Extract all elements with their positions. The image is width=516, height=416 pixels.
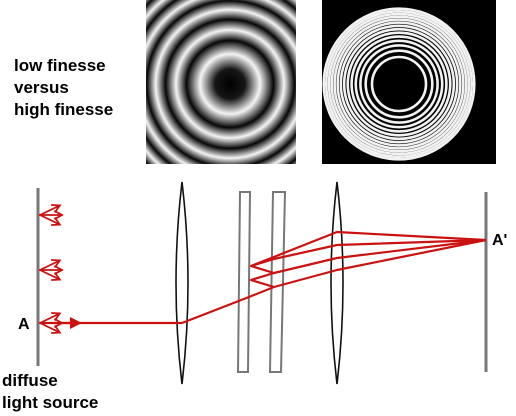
fringe-ring: [346, 31, 452, 137]
fringe-ring: [359, 44, 439, 124]
etalon-plate-left: [236, 191, 252, 373]
transmitted-ray: [273, 238, 487, 289]
caption-line-3: high finesse: [14, 100, 113, 119]
light-arrow-head: [50, 312, 62, 321]
fringe-ring: [339, 24, 459, 144]
light-arrow-head: [50, 325, 62, 334]
light-arrow: [39, 322, 61, 334]
light-arrow-head: [50, 204, 62, 213]
finesse-caption: low finesse versus high finesse: [14, 56, 113, 119]
light-arrow-head: [54, 210, 64, 220]
fringe-ring: [354, 39, 444, 129]
transmitted-ray: [273, 238, 487, 275]
light-arrow-head: [50, 272, 62, 281]
transmitted-ray: [273, 238, 487, 261]
fringe-ring: [330, 15, 468, 153]
fringe-ring: [324, 9, 474, 159]
emitted-light-arrows: [39, 204, 64, 334]
collimated-ray: [181, 295, 250, 325]
light-arrow-head: [54, 265, 64, 275]
fringe-ring: [350, 35, 448, 133]
input-ray-arrowhead: [70, 317, 82, 329]
fringe-ring: [342, 27, 456, 141]
focusing-lens: [330, 181, 344, 385]
caption-line-2: versus: [14, 78, 69, 97]
fringe-ring: [327, 12, 471, 156]
fringe-ring: [333, 18, 465, 150]
caption-line-1: low finesse: [14, 56, 106, 75]
source-label-line-2: light source: [2, 393, 98, 412]
light-arrow-head: [50, 259, 62, 268]
collimating-lens: [175, 181, 189, 385]
light-arrow-head: [50, 217, 62, 226]
source-label-line-1: diffuse: [2, 371, 58, 390]
fringe-ring: [370, 55, 428, 113]
fringe-ring: [322, 7, 476, 161]
transmitted-ray: [250, 230, 487, 268]
image-point-label: A': [492, 232, 507, 249]
source-point-label: A: [18, 316, 30, 333]
ray-paths: [40, 230, 487, 329]
light-arrow: [39, 312, 61, 324]
fringe-ring: [336, 21, 462, 147]
light-arrow: [39, 269, 61, 281]
light-arrow: [39, 214, 61, 226]
fringe-ring: [364, 49, 434, 119]
high-finesse-pattern: [322, 0, 496, 164]
low-finesse-pattern: [146, 0, 296, 164]
light-arrow: [39, 259, 61, 271]
etalon-plate-right: [268, 191, 287, 373]
light-arrow: [39, 204, 61, 216]
